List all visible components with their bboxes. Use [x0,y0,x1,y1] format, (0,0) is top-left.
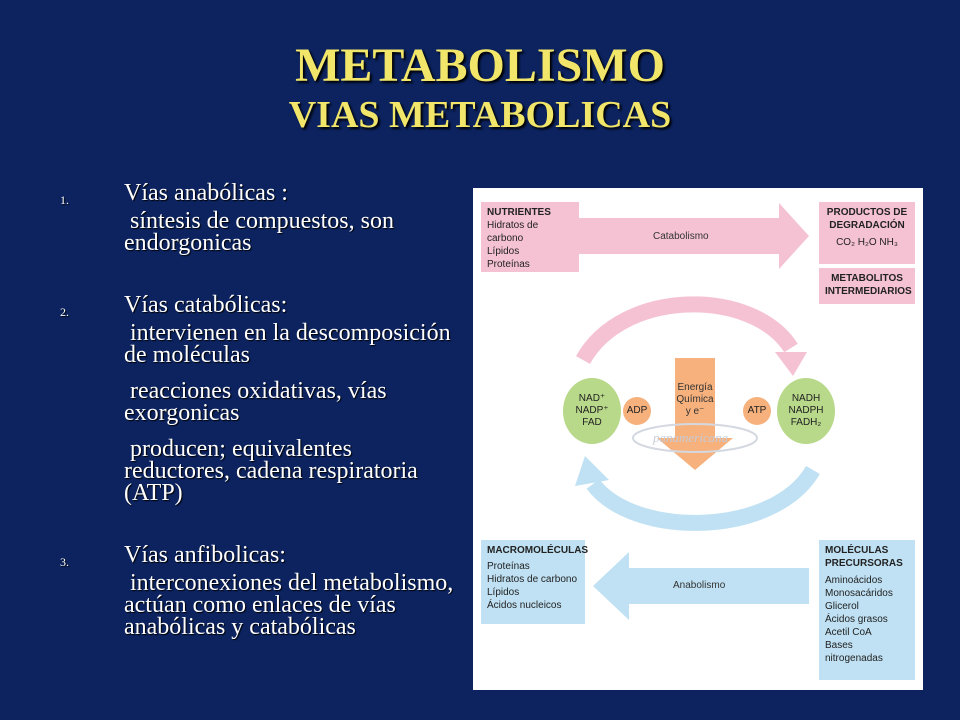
list-description: reacciones oxidativas, vías exorgonicas [124,378,387,426]
blue-cycle-arrowhead [575,456,609,486]
atp-circle: ATP [743,397,771,425]
anabolism-label: Anabolismo [673,580,726,591]
metabolism-diagram: NUTRIENTES Hidratos de carbono Lípidos P… [473,188,923,690]
list-number: 2. [60,305,69,319]
list-heading: Vías catabólicas: [124,292,288,318]
list-description: interconexiones del metabolismo, actúan … [124,570,454,640]
pink-cycle-arrowhead [775,352,807,376]
reduced-cofactors-circle: NADH NADPH FADH₂ [777,378,835,444]
list-item-catabolic: 2. Vías catabólicas: intervienen en la d… [60,292,460,506]
precursor-molecules-box: MOLÉCULAS PRECURSORAS Aminoácidos Monosa… [819,540,915,680]
list-description: síntesis de compuestos, son endorgonicas [124,208,394,256]
watermark-ellipse [632,423,758,453]
diagram-arrows [575,203,820,620]
oxidized-cofactors-circle: NAD⁺ NADP⁺ FAD [563,378,621,444]
title-block: METABOLISMO VIAS METABOLICAS [0,38,960,136]
list-number: 3. [60,555,69,569]
catabolism-label: Catabolismo [653,231,709,242]
intermediate-metabolites-box: METABOLITOS INTERMEDIARIOS [819,268,915,304]
energy-arrow [657,358,733,470]
pathway-list: 1. Vías anabólicas : síntesis de compues… [60,180,460,640]
list-description: producen; equivalentes reductores, caden… [124,436,418,506]
energy-label: Energía Química y e⁻ [676,382,714,417]
list-number: 1. [60,193,69,207]
list-heading: Vías anabólicas : [124,180,288,206]
list-description: intervienen en la descomposición de molé… [124,320,451,368]
nutrients-box: NUTRIENTES Hidratos de carbono Lípidos P… [481,202,579,272]
list-heading: Vías anfibolicas: [124,542,286,568]
macromolecules-box: MACROMOLÉCULAS Proteínas Hidratos de car… [481,540,588,624]
list-item-anabolic: 1. Vías anabólicas : síntesis de compues… [60,180,460,256]
blue-cycle-arrow [586,465,820,531]
degradation-products-box: PRODUCTOS DE DEGRADACIÓN CO₂ H₂O NH₃ [819,202,915,264]
anabolism-arrow [593,552,809,620]
catabolism-arrow [579,203,809,269]
pink-cycle-arrow [576,296,798,365]
slide-title: METABOLISMO [295,39,665,92]
adp-circle: ADP [623,397,651,425]
list-item-amphibolic: 3. Vías anfibolicas: interconexiones del… [60,542,460,640]
watermark-text: panamericana [653,430,729,445]
slide-subtitle: VIAS METABOLICAS [288,94,672,136]
